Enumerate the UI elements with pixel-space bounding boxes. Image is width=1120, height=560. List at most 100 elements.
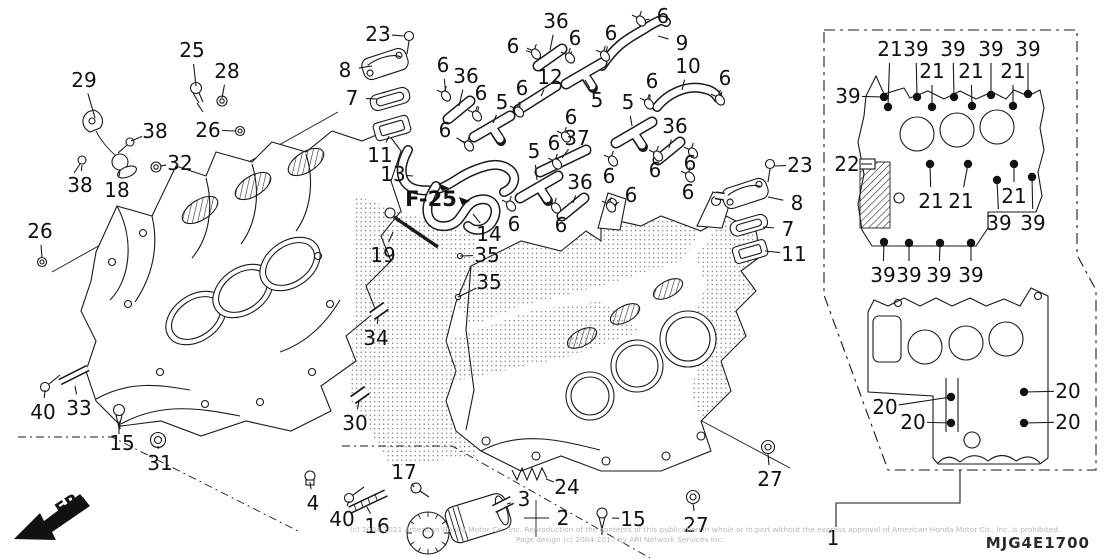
gasket-bolt-dot [879, 92, 889, 102]
leader-line [1024, 390, 1055, 393]
callout-label: 14 [476, 222, 501, 246]
callout-label: 12 [537, 65, 562, 89]
leader-line [534, 164, 538, 181]
gasket-bolt-dot [963, 159, 973, 169]
callout-label: 36 [453, 64, 478, 88]
hose-clamp-glyph [459, 135, 475, 152]
leader-line [358, 65, 373, 69]
hose-clamp-glyph [560, 47, 576, 64]
leader-line [545, 478, 555, 483]
gasket-bolt-dot [1019, 418, 1029, 428]
leader-line [40, 244, 43, 259]
leader-line [366, 506, 371, 514]
callout-1-connector [835, 470, 961, 527]
leader-line [411, 483, 415, 488]
callout-label: 8 [791, 191, 804, 215]
callout-label: 20 [900, 410, 925, 434]
leader-line [549, 34, 554, 51]
gasket-bolt-dot [935, 238, 945, 248]
ref-arrow-icon [459, 197, 470, 205]
leader-line [192, 63, 197, 87]
callout-label: 16 [364, 514, 389, 538]
callout-label: 21 [948, 189, 973, 213]
callout-label: 30 [342, 411, 367, 435]
engine-block-right [445, 191, 762, 472]
callout-label: 26 [195, 118, 220, 142]
leader-line [118, 420, 121, 430]
callout-label: 21 [958, 59, 983, 83]
leader-line [388, 231, 394, 243]
callout-label: 38 [67, 173, 92, 197]
callout-label: 6 [548, 131, 561, 155]
callout-label: 39 [940, 37, 965, 61]
callout-label: 15 [109, 431, 134, 455]
shadow-hatch [351, 196, 476, 466]
callout-label: 39 [1015, 37, 1040, 61]
leader-line [629, 115, 633, 127]
callout-label: 5 [591, 88, 604, 112]
oil-filter [406, 493, 537, 555]
leader-line [74, 385, 78, 395]
leader-line [767, 196, 784, 201]
leader-line [458, 89, 464, 107]
callout-label: 29 [71, 68, 96, 92]
gasket-bolt-dot [1027, 172, 1037, 182]
callout-label: 39 [978, 37, 1003, 61]
hose-clamp-glyph [547, 153, 563, 170]
callout-label: 39 [1020, 211, 1045, 235]
callout-label: 26 [27, 219, 52, 243]
callout-label: 5 [496, 90, 509, 114]
callout-label: 8 [339, 58, 352, 82]
callout-label: 21 [1001, 184, 1026, 208]
callout-label: 5 [622, 90, 635, 114]
callout-label: 7 [346, 86, 359, 110]
bolt-holes [107, 228, 335, 409]
callout-label: 11 [781, 242, 806, 266]
leader-line [472, 213, 481, 224]
hose-clamp-glyph [509, 101, 525, 118]
callout-label: 4 [307, 491, 320, 515]
callout-label: 39 [958, 263, 983, 287]
gasket-bolt-dot [949, 92, 959, 102]
gasket-bolt-dot [946, 418, 956, 428]
callout-label: 20 [1055, 379, 1080, 403]
gasket-bolt-dot [927, 102, 937, 112]
callout-label: 27 [757, 467, 782, 491]
leader-line [898, 396, 952, 406]
leader-line [692, 502, 695, 512]
callout-label: 6 [555, 213, 568, 237]
gasket-bolt-dot [883, 102, 893, 112]
leader-line [159, 164, 167, 167]
callout-label: 9 [676, 31, 689, 55]
callout-label: 6 [508, 212, 521, 236]
leader-line [87, 93, 96, 119]
gasket-top [857, 74, 1045, 247]
gasket-box [823, 29, 1097, 527]
leader-line [767, 452, 770, 466]
callout-label: 15 [620, 507, 645, 531]
gasket-bolt-dot [925, 159, 935, 169]
fr-arrow-icon [14, 494, 90, 540]
leader-line [764, 250, 781, 254]
callout-label: 21 [919, 59, 944, 83]
part-glyphs [436, 10, 1037, 428]
callout-label: 25 [179, 38, 204, 62]
leader-line [915, 62, 918, 98]
callout-label: 2 [557, 506, 570, 530]
callout-label: 6 [569, 26, 582, 50]
leader-line [221, 84, 225, 99]
hose-clamp-glyph [436, 85, 452, 102]
callout-label: 33 [66, 396, 91, 420]
callout-label: 27 [683, 513, 708, 537]
hoses-group [396, 15, 723, 235]
callout-label: 6 [439, 118, 452, 142]
gasket-bolt-dot [1009, 159, 1019, 169]
gasket-bolt-dot [1008, 101, 1018, 111]
callout-label: 11 [367, 143, 392, 167]
callout-label: 34 [363, 326, 388, 350]
callout-label: 6 [605, 21, 618, 45]
t-joint-5 [468, 57, 658, 206]
callout-label: 6 [603, 164, 616, 188]
